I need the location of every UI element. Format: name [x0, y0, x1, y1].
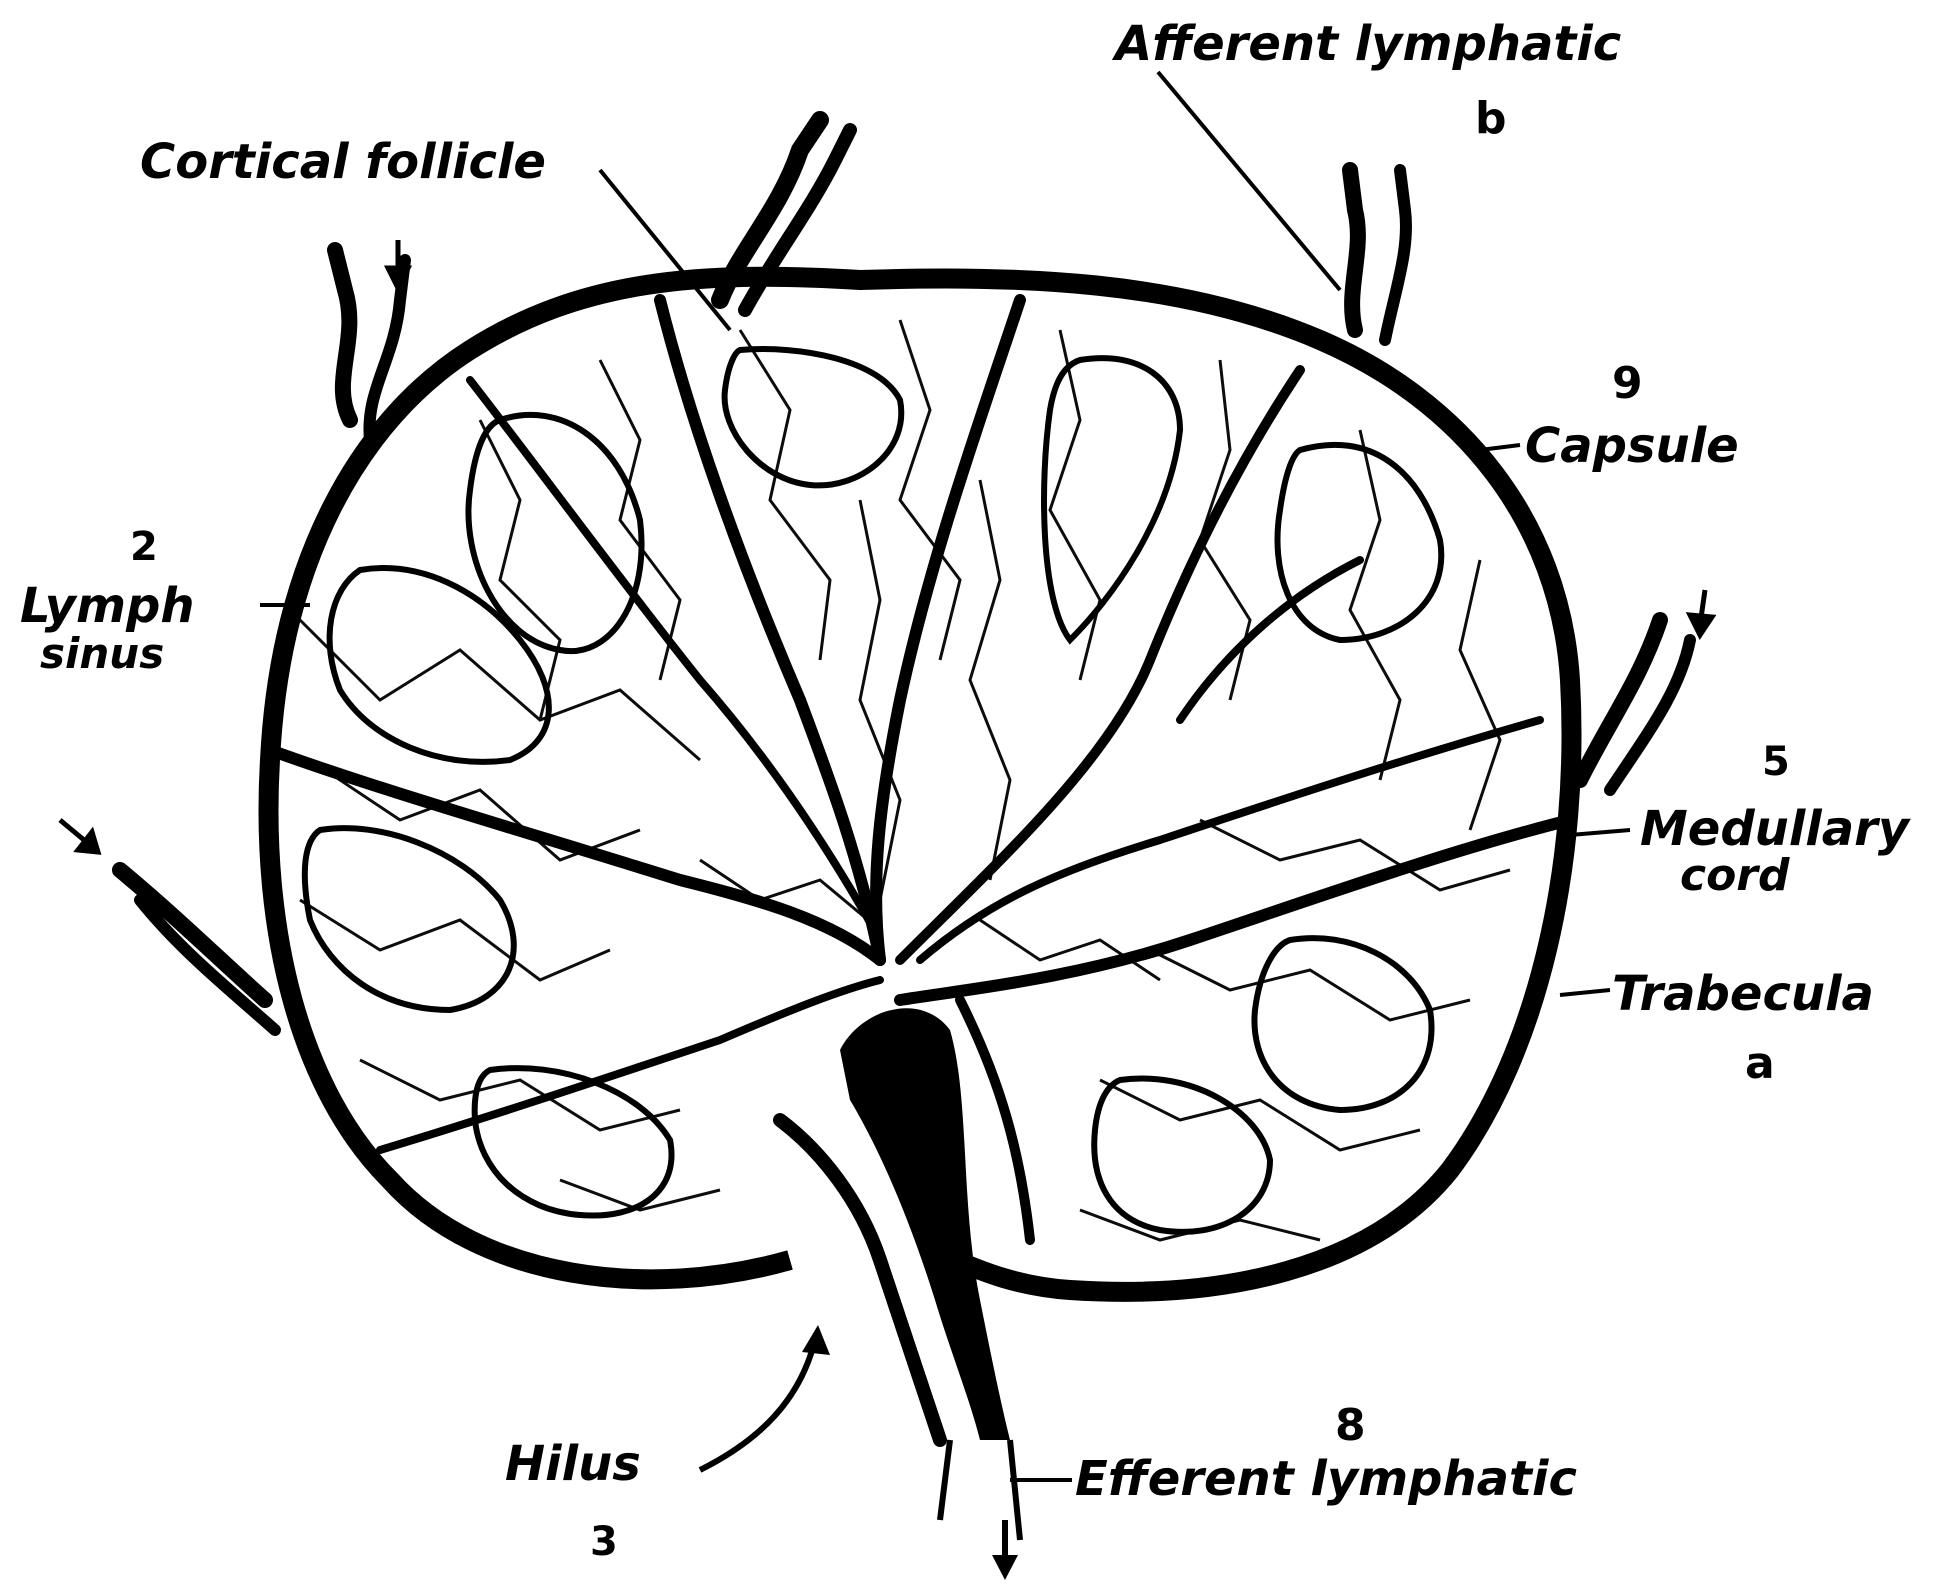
capsule-number: 9: [1612, 358, 1643, 409]
lymph-sinus-number: 2: [130, 524, 158, 570]
hilus-number: 3: [590, 1519, 618, 1565]
trabecula-label: Trabecula: [1612, 966, 1874, 1022]
lymph-sinus-label-line1: Lymph: [20, 578, 195, 634]
medullary-cord-number: 5: [1762, 739, 1790, 785]
efferent-lymphatic-label: Efferent lymphatic: [1075, 1451, 1577, 1507]
hilus-arrow: [700, 1325, 830, 1470]
efferent-lymphatic-arrow: [992, 1520, 1018, 1580]
capsule-label: Capsule: [1525, 418, 1739, 474]
medullary-cord-label-line1: Medullary: [1640, 801, 1911, 857]
efferent-lymphatic-number: 8: [1335, 1400, 1366, 1451]
hilus-label: Hilus: [505, 1436, 641, 1492]
medullary-cord-label-line2: cord: [1680, 850, 1790, 901]
trabecula-number: a: [1745, 1038, 1775, 1089]
afferent-lymphatic-number: b: [1475, 93, 1507, 144]
afferent-lymphatic-label: Afferent lymphatic: [1111, 16, 1621, 72]
lymph-sinus-label-line2: sinus: [40, 629, 164, 678]
cortical-follicle-label: Cortical follicle: [140, 134, 546, 190]
